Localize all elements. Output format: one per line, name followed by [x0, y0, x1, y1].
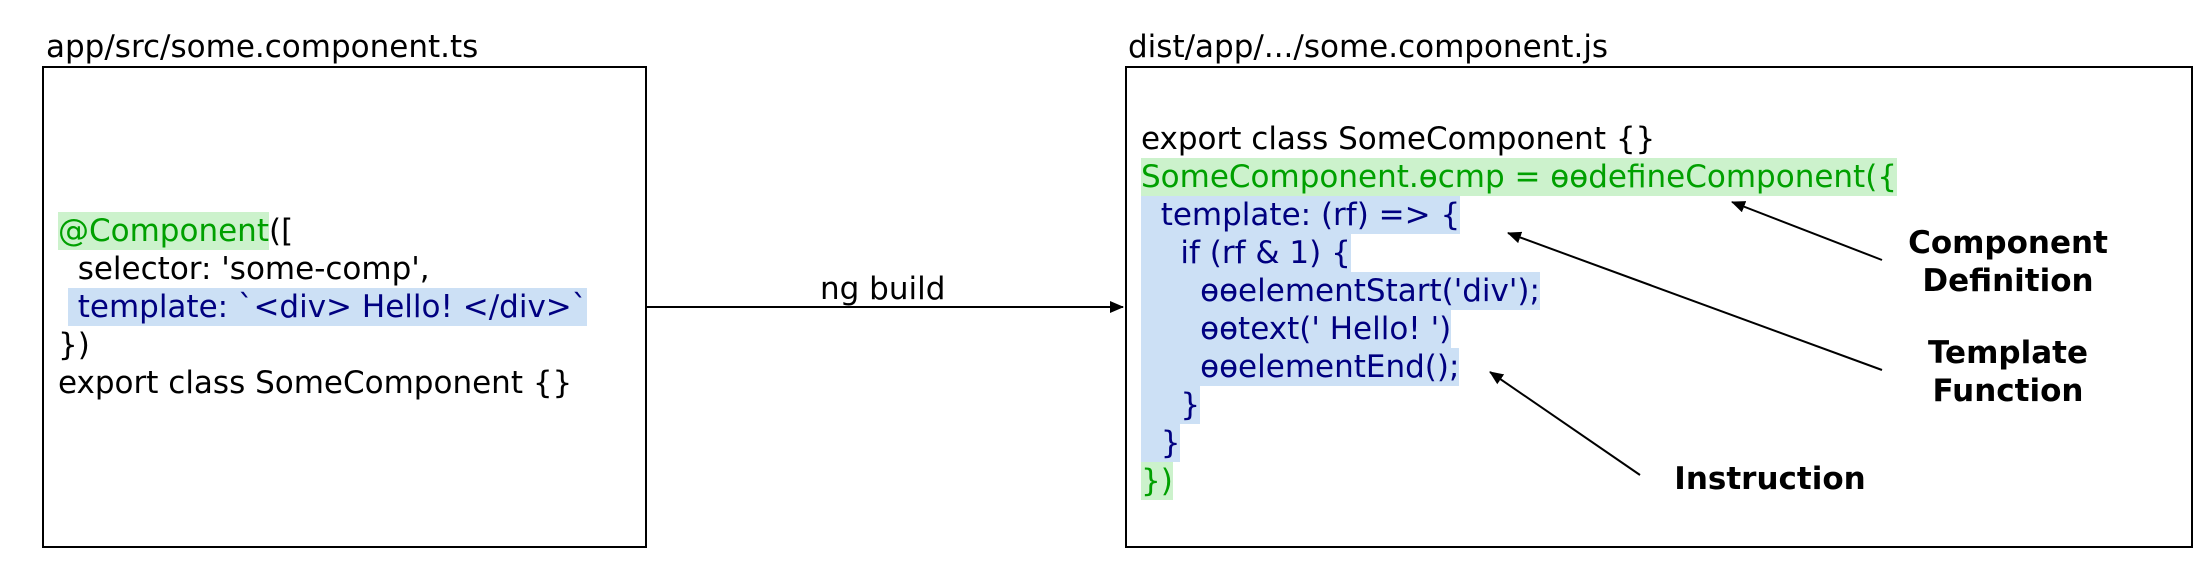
callout-template-function: Template Function — [1928, 335, 2088, 409]
compiled-code-line: SomeComponent.ɵcmp = ɵɵdefineComponent({ — [1141, 158, 1898, 196]
compiled-code-token: } — [1141, 386, 1201, 424]
source-code-token: ([ — [268, 213, 294, 249]
compiled-code-line: } — [1141, 424, 1897, 462]
compiled-code-line: ɵɵtext(' Hello! ') — [1141, 310, 1897, 348]
callout-component-definition: Component Definition — [1908, 225, 2108, 299]
compiled-code-token: }) — [1141, 462, 1173, 500]
component-definition-pointer — [1731, 201, 1883, 261]
source-code-token: @Component — [58, 212, 269, 250]
compiled-code-line: template: (rf) => { — [1141, 196, 1897, 234]
compiled-code-token: if (rf & 1) { — [1141, 234, 1351, 272]
compiled-code-line: ɵɵelementStart('div'); — [1141, 272, 1897, 310]
source-code-line: template: `<div> Hello! </div>` — [58, 288, 588, 326]
compiled-code: export class SomeComponent {}SomeCompone… — [1141, 120, 1898, 500]
source-code-line: @Component([ — [58, 212, 587, 250]
source-code-line: export class SomeComponent {} — [58, 364, 587, 402]
source-code: @Component([ selector: 'some-comp', temp… — [58, 212, 588, 402]
source-code-token: template: `<div> Hello! </div>` — [67, 288, 588, 326]
compiled-code-token: } — [1141, 424, 1181, 462]
build-arrow-label: ng build — [820, 271, 946, 307]
source-file-title: app/src/some.component.ts — [46, 29, 479, 65]
source-code-line: selector: 'some-comp', — [58, 250, 587, 288]
compiled-code-token: template: (rf) => { — [1141, 196, 1461, 234]
output-file-title: dist/app/.../some.component.js — [1128, 29, 1609, 65]
compiled-code-token: ɵɵelementStart('div'); — [1141, 272, 1540, 310]
compiled-code-token: ɵɵtext(' Hello! ') — [1141, 310, 1452, 348]
source-file-box — [42, 66, 647, 548]
compiled-code-line: ɵɵelementEnd(); — [1141, 348, 1897, 386]
compiled-code-line: } — [1141, 386, 1897, 424]
template-function-pointer — [1507, 231, 1883, 371]
instruction-pointer — [1489, 371, 1641, 476]
compiled-code-token: export class SomeComponent {} — [1141, 121, 1656, 157]
compiled-code-token: ɵɵelementEnd(); — [1141, 348, 1460, 386]
compiled-code-line: }) — [1141, 462, 1897, 500]
output-file-box — [1125, 66, 2193, 548]
source-code-line: }) — [58, 326, 587, 364]
source-code-token: selector: 'some-comp', — [58, 251, 430, 287]
compiled-code-token: SomeComponent.ɵcmp = ɵɵdefineComponent({ — [1141, 158, 1898, 196]
compiled-code-line: if (rf & 1) { — [1141, 234, 1897, 272]
compiled-code-line: export class SomeComponent {} — [1141, 120, 1897, 158]
source-code-token: }) — [58, 327, 90, 363]
source-code-token: export class SomeComponent {} — [58, 365, 573, 401]
callout-instruction: Instruction — [1674, 461, 1866, 497]
